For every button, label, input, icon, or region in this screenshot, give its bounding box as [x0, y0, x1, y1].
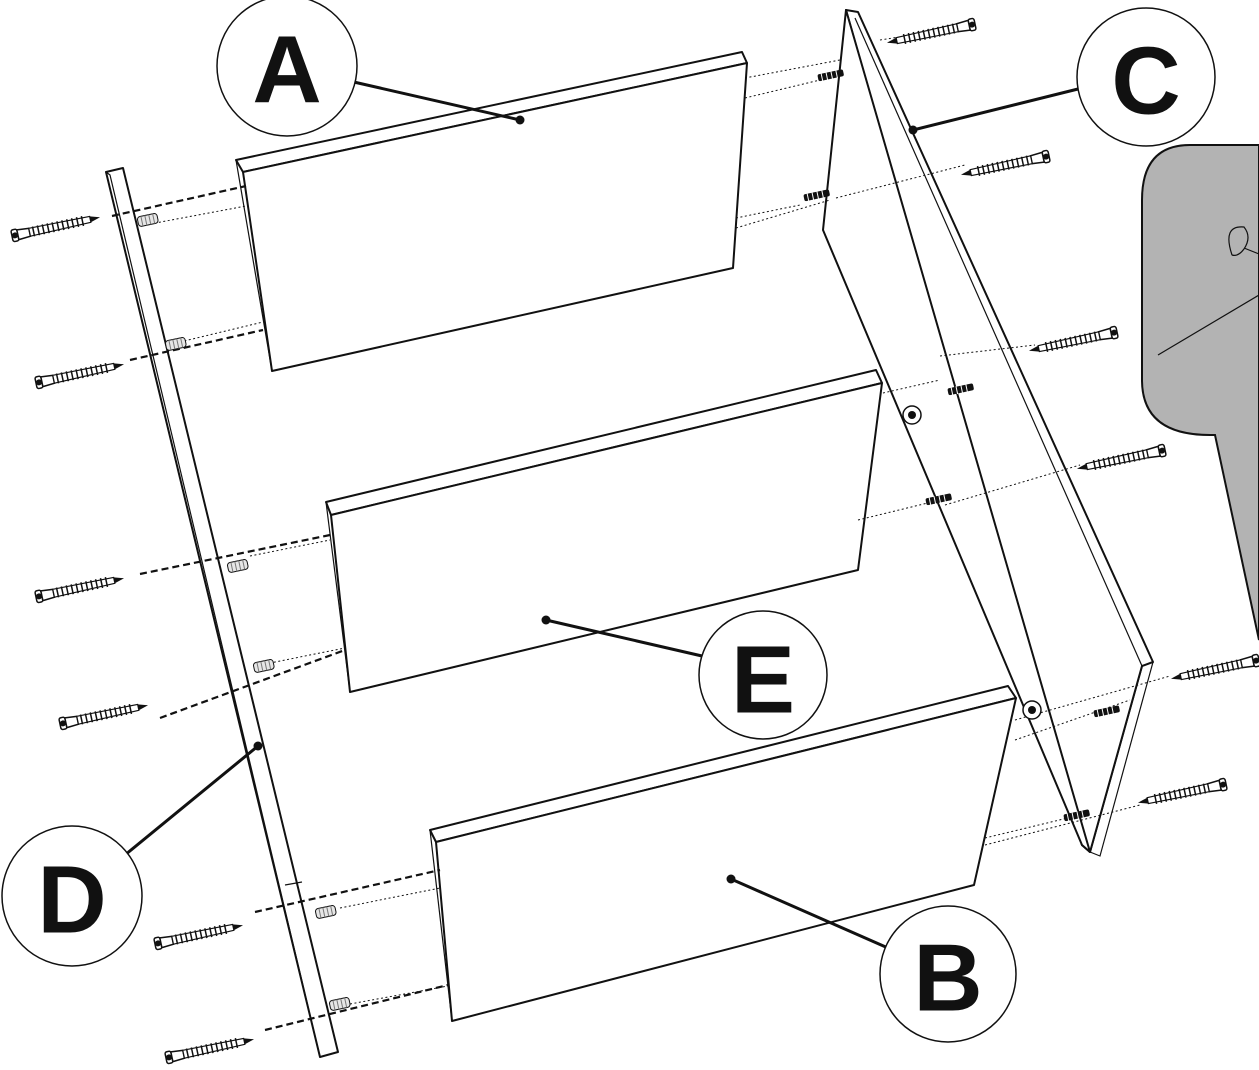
screw-icon — [153, 918, 246, 951]
callout-a: A — [216, 0, 358, 137]
dowel-icon — [328, 996, 352, 1012]
cam-lock-icon — [902, 405, 922, 425]
leader-a — [344, 78, 525, 125]
screw-icon — [958, 149, 1051, 182]
leader-b — [726, 874, 889, 950]
dowel-icon — [136, 212, 160, 228]
callout-c: C — [1076, 7, 1216, 147]
dowel-icon — [314, 904, 338, 920]
screw-icon — [1074, 443, 1167, 476]
detail-inset — [1141, 144, 1259, 641]
panel-d — [105, 167, 339, 1058]
cam-lock-icon — [1022, 700, 1042, 720]
callout-d-label: D — [37, 847, 106, 954]
panel-c — [822, 9, 1154, 857]
leader-c — [908, 86, 1083, 135]
screw-icon — [164, 1032, 257, 1065]
leader-d — [124, 741, 263, 857]
dowel-icon — [252, 658, 276, 674]
leader-e — [541, 615, 703, 658]
screw-icon — [1168, 653, 1259, 686]
dowel-icon — [164, 336, 188, 352]
dowel-icon — [226, 558, 250, 574]
panel-b — [429, 685, 1017, 1022]
screw-icon — [1026, 325, 1119, 358]
callout-e: E — [698, 610, 828, 740]
screw-icon — [58, 698, 151, 731]
detail-inset-partial-icon — [1228, 226, 1259, 256]
callout-d: D — [1, 825, 143, 967]
callout-b: B — [879, 905, 1017, 1043]
detail-inset-pointer-line — [1157, 294, 1259, 356]
callout-c-label: C — [1111, 28, 1180, 135]
screw-icon — [10, 210, 103, 243]
screw-icon — [884, 17, 977, 50]
callout-e-label: E — [731, 627, 795, 734]
screw-icon — [1135, 777, 1228, 810]
screw-icon — [34, 357, 127, 390]
callout-a-label: A — [252, 17, 321, 124]
screw-icon — [34, 571, 127, 604]
panel-e — [325, 369, 883, 693]
callout-b-label: B — [913, 925, 982, 1032]
